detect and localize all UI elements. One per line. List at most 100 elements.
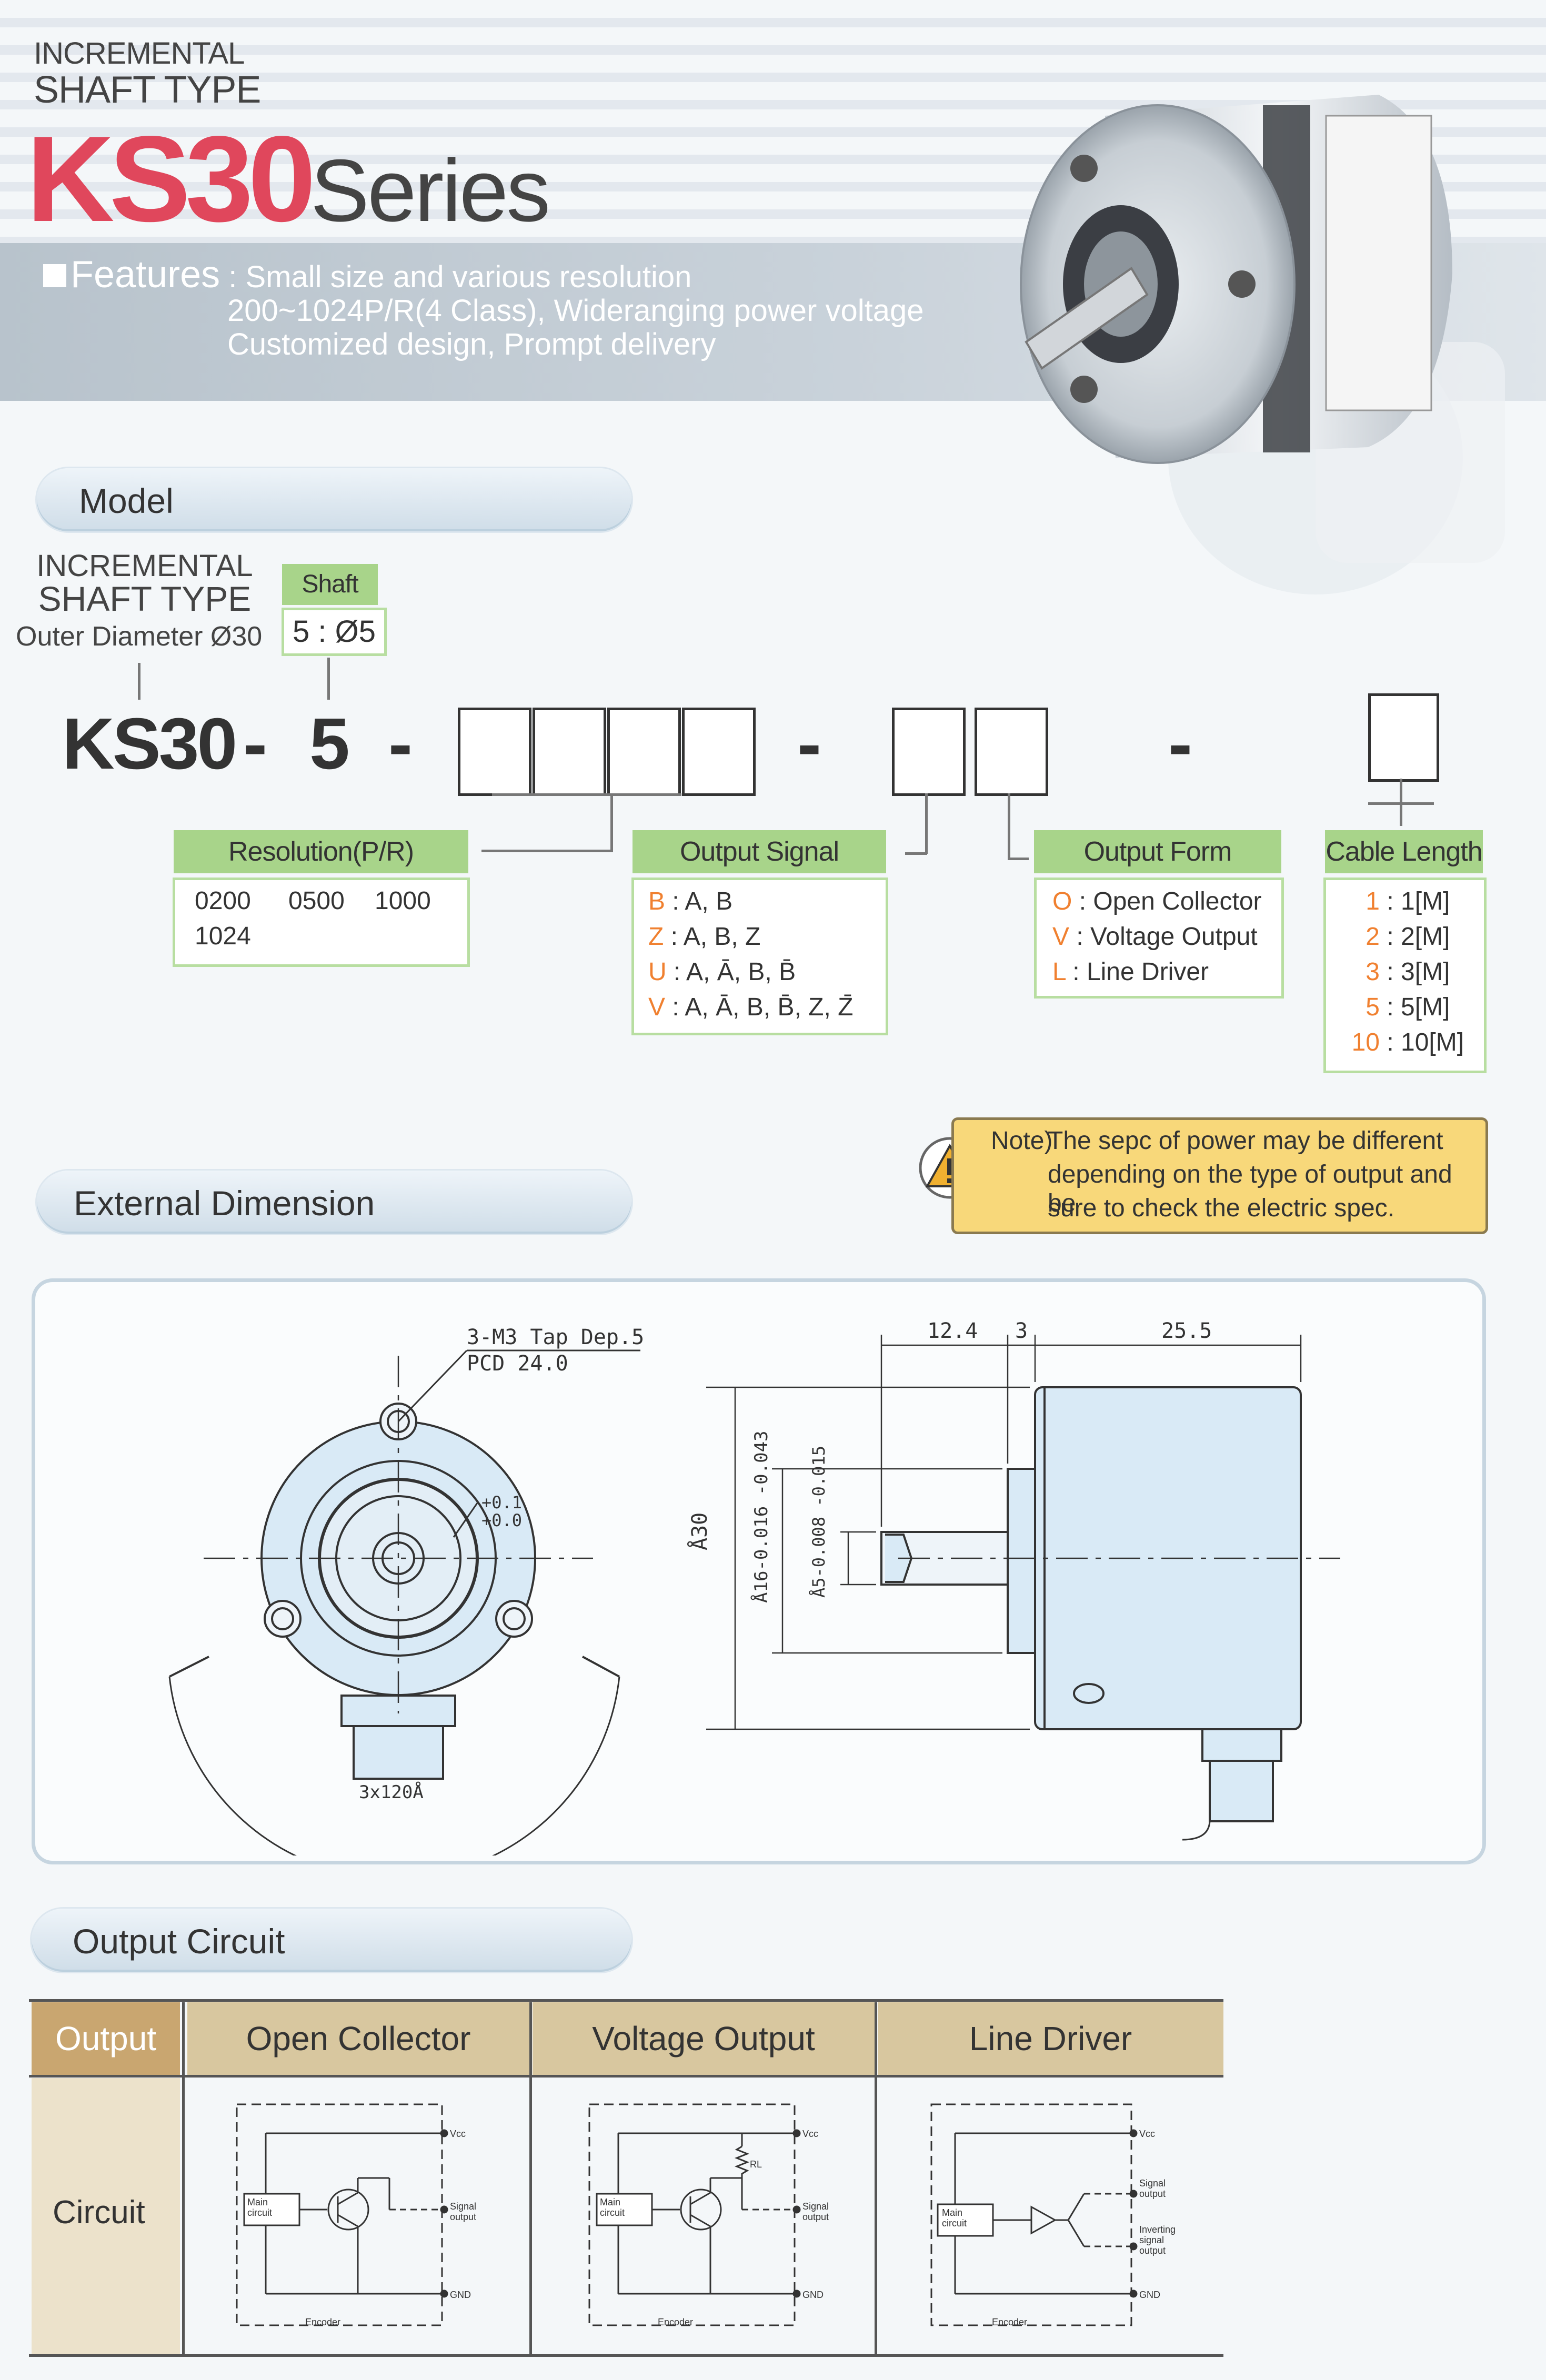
feature-1: : Small size and various resolution xyxy=(228,260,692,294)
output-signal-desc: : A, B xyxy=(672,888,733,915)
ld-signal: Signal output xyxy=(1139,2178,1166,2199)
output-form-desc: : Open Collector xyxy=(1079,888,1262,915)
vo-rl: RL xyxy=(750,2159,762,2170)
section-circuit-pill: Output Circuit xyxy=(32,1909,631,1972)
note-line-3: sure to check the electric spec. xyxy=(1048,1194,1394,1222)
output-signal-desc: : A, B, Z xyxy=(670,923,761,951)
cable-length-code: 5 xyxy=(1366,993,1380,1021)
ld-main-circuit: Main circuit xyxy=(942,2207,967,2228)
connector xyxy=(1008,793,1010,859)
dim-tol-zero: +0.0 xyxy=(481,1510,523,1530)
connector xyxy=(610,793,613,851)
output-form-code: L xyxy=(1052,958,1066,986)
vo-gnd: GND xyxy=(802,2290,824,2300)
model-code: KS30 xyxy=(62,703,237,784)
shaft-size-value: 5 : Ø5 xyxy=(282,608,387,656)
header-series: Series xyxy=(310,141,550,240)
oc-encoder: Encoder xyxy=(305,2317,341,2327)
note-prefix: Note) xyxy=(991,1127,1053,1155)
output-signal-box xyxy=(631,878,888,1035)
tick-code xyxy=(138,663,140,700)
connector xyxy=(1368,802,1434,805)
output-signal-desc: : A, Ā, B, B̄ xyxy=(674,958,796,986)
dim-v2: Å16-0.016 -0.043 xyxy=(751,1430,772,1603)
code-box-cable-length xyxy=(1368,693,1439,782)
model-type-line2: SHAFT TYPE xyxy=(38,579,252,618)
shaft-size-label: Shaft Size xyxy=(282,564,378,639)
dash-4: - xyxy=(1168,703,1192,784)
cable-length-code: 3 xyxy=(1366,958,1380,986)
ld-inverting: Inverting signal output xyxy=(1139,2224,1176,2256)
features-block: Features : Small size and various resolu… xyxy=(43,256,923,361)
oc-vcc: Vcc xyxy=(450,2129,466,2139)
model-type-line1: INCREMENTAL xyxy=(36,549,253,583)
connector xyxy=(925,793,928,854)
resolution-box xyxy=(173,878,470,967)
tick-shaft xyxy=(327,658,330,700)
dash-2: - xyxy=(388,703,413,784)
code-box-output-form xyxy=(975,708,1048,796)
model-shaft-code: 5 xyxy=(309,703,350,784)
output-signal-desc: : A, Ā, B, B̄, Z, Z̄ xyxy=(672,993,854,1021)
resolution-value: 1024 xyxy=(195,922,251,950)
dim-v1: Å30 xyxy=(688,1512,712,1550)
col-output: Output xyxy=(32,2002,180,2075)
oc-main-circuit: Main circuit xyxy=(247,2197,273,2218)
cable-length-title: Cable Length xyxy=(1325,830,1483,873)
cable-length-code: 10 xyxy=(1351,1028,1380,1056)
resolution-value: 1000 xyxy=(375,887,431,915)
dim-pcd: PCD 24.0 xyxy=(467,1352,568,1376)
line-driver-schematic xyxy=(930,2103,1138,2326)
dash-1: - xyxy=(243,703,267,784)
output-form-code: O xyxy=(1052,888,1072,915)
oc-signal: Signal output xyxy=(450,2201,477,2222)
col-divider xyxy=(529,2002,532,2356)
output-signal-code: U xyxy=(648,958,667,986)
section-circuit-title: Output Circuit xyxy=(73,1922,285,1961)
connector xyxy=(905,852,927,855)
section-model-title: Model xyxy=(79,481,174,520)
col-divider xyxy=(182,2002,185,2356)
table-header-rule xyxy=(29,2075,1223,2078)
encoder-photo xyxy=(1020,95,1505,594)
dimension-panel: 3-M3 Tap Dep.5 PCD 24.0 +0.1 +0.0 3x120Å… xyxy=(32,1278,1486,1864)
note-line-2: depending on the type of output and be xyxy=(1048,1161,1452,1217)
code-box-resolution-1 xyxy=(458,708,531,796)
output-signal-code: Z xyxy=(648,923,664,951)
dim-d3: 25.5 xyxy=(1161,1319,1212,1343)
table-bottom-rule xyxy=(29,2354,1223,2357)
output-form-code: V xyxy=(1052,923,1070,951)
vo-main-circuit: Main circuit xyxy=(600,2197,625,2218)
col-open-collector: Open Collector xyxy=(187,2002,529,2075)
model-type: INCREMENTAL SHAFT TYPE xyxy=(32,549,258,618)
voltage-output-schematic xyxy=(588,2103,801,2326)
vo-signal: Signal output xyxy=(802,2201,829,2222)
cable-length-code: 1 xyxy=(1366,888,1380,915)
section-dimension-pill: External Dimension xyxy=(37,1171,631,1234)
note-line-1: The sepc of power may be different xyxy=(1048,1127,1443,1155)
cable-length-desc: : 5[M] xyxy=(1387,993,1450,1021)
outer-diameter: Outer Diameter Ø30 xyxy=(16,621,263,652)
vo-encoder: Encoder xyxy=(658,2317,694,2327)
row-label-cell xyxy=(32,2078,180,2356)
output-form-desc: : Line Driver xyxy=(1072,958,1209,986)
cable-length-desc: : 2[M] xyxy=(1387,923,1450,951)
resolution-title: Resolution(P/R) xyxy=(174,830,468,873)
code-box-output-signal xyxy=(892,708,966,796)
connector xyxy=(492,793,681,796)
header-model: KS30 xyxy=(26,111,316,247)
output-form-box xyxy=(1034,878,1284,999)
feature-3: Customized design, Prompt delivery xyxy=(227,327,716,361)
vo-vcc: Vcc xyxy=(802,2129,819,2139)
ld-gnd: GND xyxy=(1139,2290,1160,2300)
dim-angle: 3x120Å xyxy=(359,1782,424,1803)
cable-length-box xyxy=(1323,878,1487,1073)
section-model-pill: Model xyxy=(37,468,631,531)
ld-vcc: Vcc xyxy=(1139,2129,1156,2139)
dim-tap: 3-M3 Tap Dep.5 xyxy=(467,1325,645,1349)
open-collector-schematic xyxy=(236,2103,448,2326)
row-circuit-label: Circuit xyxy=(53,2194,145,2231)
square-bullet-icon xyxy=(43,264,66,287)
features-label: Features xyxy=(71,254,220,296)
ld-encoder: Encoder xyxy=(992,2317,1028,2327)
